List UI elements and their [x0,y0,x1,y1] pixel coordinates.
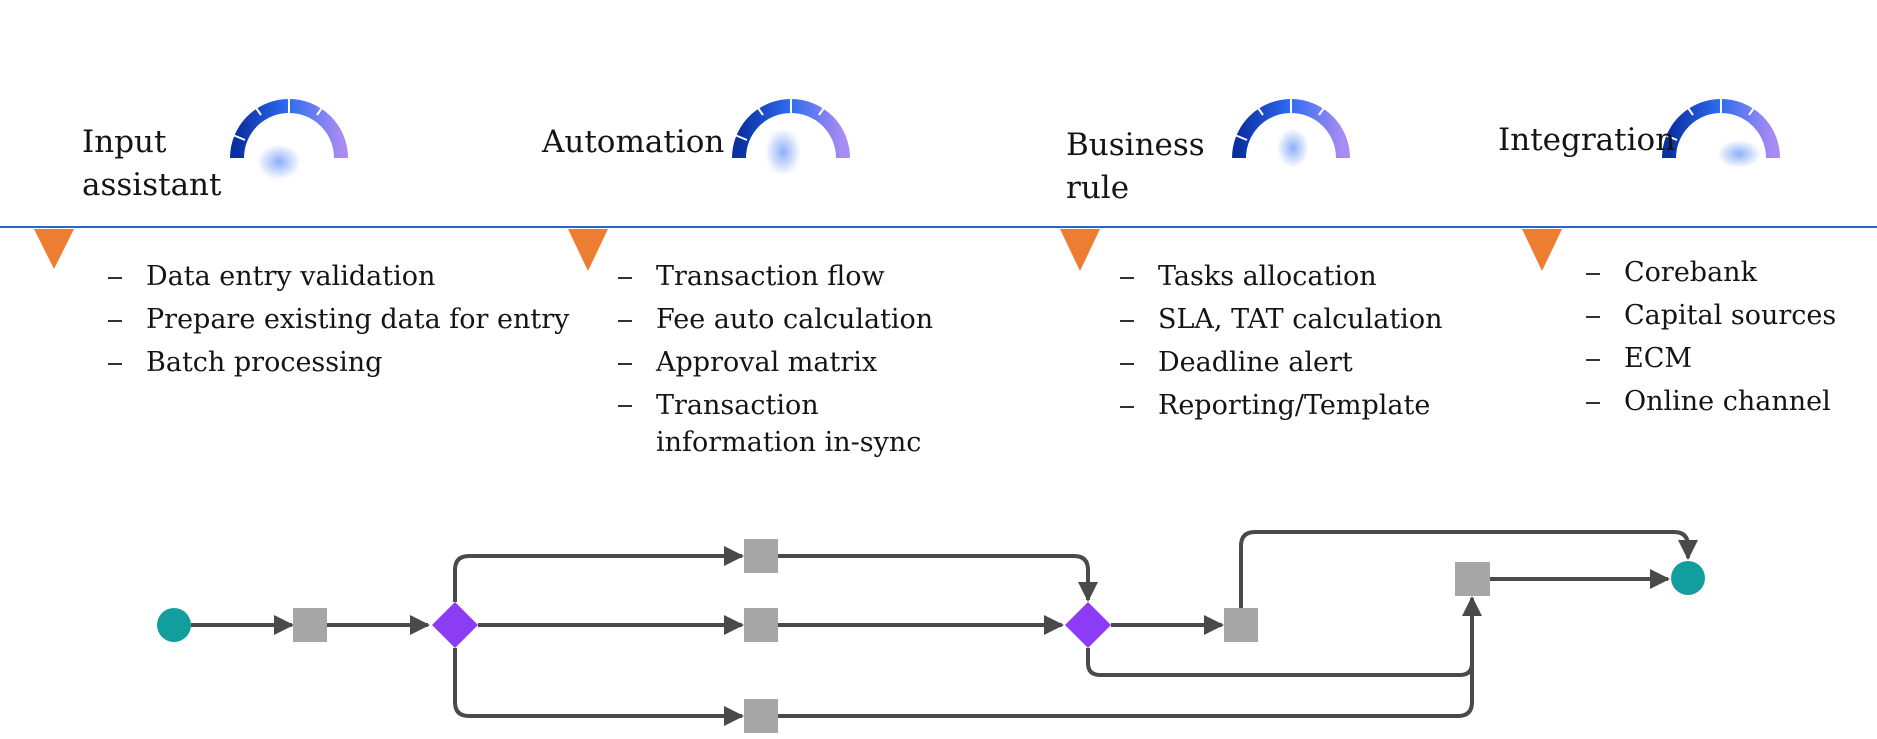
connector-g2-t6 [1086,648,1474,677]
connector-t2-g2 [778,554,1098,602]
start-event [157,608,191,642]
gauge-icon [732,98,850,176]
list-item: Online channel [1586,380,1836,423]
end-event [1671,561,1705,595]
connector-g1-t2 [453,546,744,602]
triangle-marker-icon [34,229,74,269]
list-item: Capital sources [1586,294,1836,337]
bullet-list-business-rule: Tasks allocation SLA, TAT calculation De… [1120,255,1442,427]
section-heading-input-assistant: Input assistant [82,124,222,203]
section-heading-business-rule: Business rule [1066,127,1205,206]
section-heading-automation: Automation [542,124,725,160]
section-heading-integration: Integration [1498,122,1676,158]
list-item: Deadline alert [1120,341,1442,384]
flow-connectors [191,530,1698,726]
list-item: SLA, TAT calculation [1120,298,1442,341]
task-box [293,608,327,642]
task-box [744,608,778,642]
triangle-marker-icon [1522,229,1562,271]
list-item: Reporting/Template [1120,384,1442,427]
task-box [744,699,778,733]
bullet-list-integration: Corebank Capital sources ECM Online chan… [1586,251,1836,423]
triangle-marker-icon [568,229,608,271]
list-item: Batch processing [108,341,569,384]
task-box [1224,608,1258,642]
gauge-icon [1662,98,1780,168]
triangle-marker-icon [1060,229,1100,271]
task-box [1455,562,1490,596]
list-item: Prepare existing data for entry [108,298,569,341]
connector-t5-end [1239,530,1698,608]
list-item: ECM [1586,337,1836,380]
bullet-list-input-assistant: Data entry validation Prepare existing d… [108,255,569,384]
gateway-diamond [1065,602,1111,648]
list-item: Transaction information in-sync [618,387,933,461]
gauge-icon [230,98,348,180]
list-item: Approval matrix [618,341,933,384]
list-item: Transaction flow [618,255,933,298]
list-item: Tasks allocation [1120,255,1442,298]
list-item: Data entry validation [108,255,569,298]
list-item: Corebank [1586,251,1836,294]
connector-g1-t4 [453,648,744,726]
gateway-diamond [432,602,478,648]
gauge-icon [1232,98,1350,168]
bullet-list-automation: Transaction flow Fee auto calculation Ap… [618,255,933,461]
list-item: Fee auto calculation [618,298,933,341]
connector-t4-t6 [778,596,1482,718]
task-box [744,539,778,573]
